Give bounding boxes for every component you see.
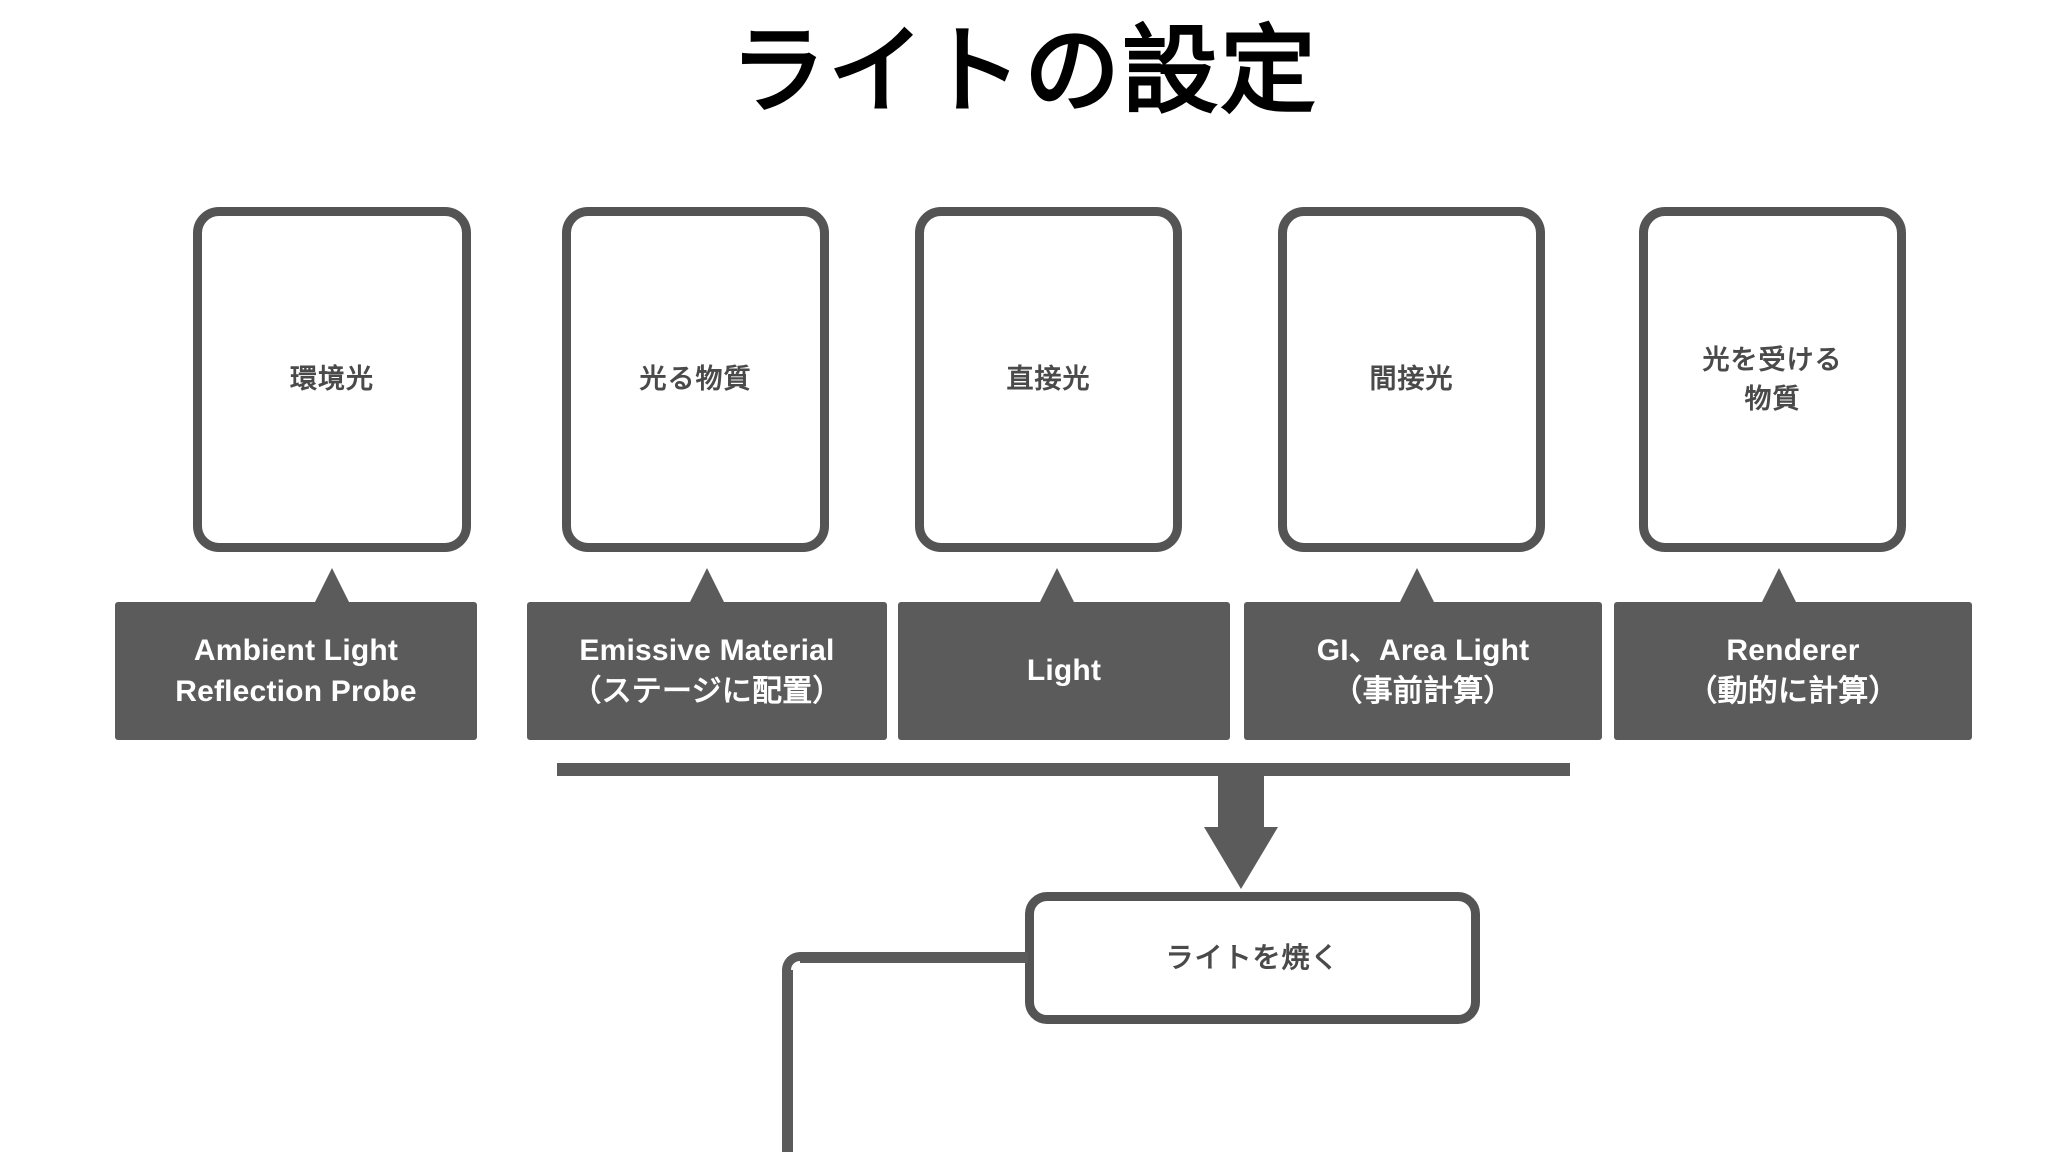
concept-card-label: 光る物質 xyxy=(639,364,752,395)
bake-lights-box: ライトを焼く xyxy=(1025,892,1480,1024)
connector-triangle-indirect xyxy=(1400,568,1434,602)
concept-card-receiver: 光を受ける 物質 xyxy=(1639,207,1906,552)
tech-bar-indirect: GI、Area Light （事前計算） xyxy=(1244,602,1602,740)
concept-card-emissive: 光る物質 xyxy=(562,207,829,552)
connector-triangle-ambient xyxy=(315,568,349,602)
concept-card-indirect: 間接光 xyxy=(1278,207,1545,552)
tech-bar-label: Light xyxy=(1027,650,1101,691)
tech-bar-line1: Light xyxy=(1026,654,1102,688)
tech-bar-renderer: Renderer （動的に計算） xyxy=(1614,602,1972,740)
connector-triangle-direct xyxy=(1040,568,1074,602)
bus-horizontal-line xyxy=(557,763,1570,776)
bus-arrowhead-icon xyxy=(1204,827,1278,889)
concept-card-direct: 直接光 xyxy=(915,207,1182,552)
connector-triangle-receiver xyxy=(1762,568,1796,602)
bake-elbow-vertical xyxy=(782,970,793,1152)
bake-elbow-corner xyxy=(782,952,806,976)
tech-bar-line1: GI、Area Light xyxy=(1316,633,1530,667)
bus-vertical-stem xyxy=(1218,763,1264,830)
connector-triangle-emissive xyxy=(690,568,724,602)
tech-bar-label: Emissive Material （ステージに配置） xyxy=(571,630,842,713)
concept-card-label: 直接光 xyxy=(1006,364,1091,395)
concept-card-label: 環境光 xyxy=(290,364,374,395)
bake-lights-label: ライトを焼く xyxy=(1165,942,1340,974)
tech-bar-line2: Reflection Probe xyxy=(175,675,417,708)
tech-bar-line1: Emissive Material xyxy=(579,633,835,667)
concept-card-label: 間接光 xyxy=(1369,364,1454,395)
tech-bar-direct: Light xyxy=(898,602,1230,740)
concept-card-label-line1: 光を受ける xyxy=(1702,345,1843,376)
tech-bar-line2: （動的に計算） xyxy=(1687,675,1899,708)
page-title: ライトの設定 xyxy=(730,18,1318,125)
tech-bar-line2: （事前計算） xyxy=(1332,675,1514,708)
concept-card-label-line2: 物質 xyxy=(1744,383,1801,414)
concept-card-label: 光を受ける 物質 xyxy=(1703,341,1843,418)
tech-bar-line2: （ステージに配置） xyxy=(571,675,843,708)
tech-bar-line1: Ambient Light xyxy=(193,633,399,667)
tech-bar-ambient: Ambient Light Reflection Probe xyxy=(115,602,477,740)
bake-elbow-horizontal xyxy=(800,952,1028,963)
tech-bar-label: Ambient Light Reflection Probe xyxy=(175,630,417,713)
tech-bar-label: Renderer （動的に計算） xyxy=(1687,630,1898,713)
tech-bar-label: GI、Area Light （事前計算） xyxy=(1317,630,1530,713)
concept-card-ambient: 環境光 xyxy=(193,207,471,552)
tech-bar-emissive: Emissive Material （ステージに配置） xyxy=(527,602,887,740)
tech-bar-line1: Renderer xyxy=(1726,633,1860,667)
